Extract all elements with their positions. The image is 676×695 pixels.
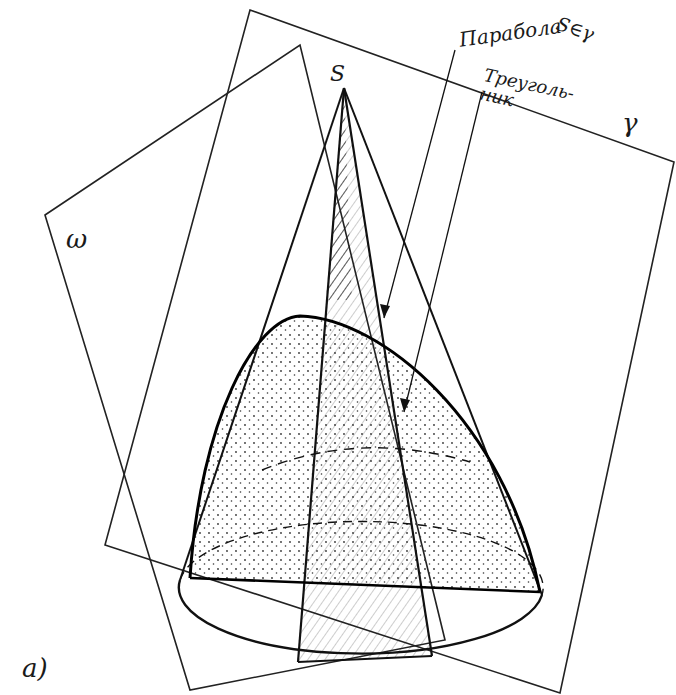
cone-base-back [180,521,543,595]
plane-label: ω [66,226,87,253]
cone-generator [180,88,344,580]
callout-text: Парабола [458,16,563,51]
leader-arrowhead [380,304,390,318]
figure-letter: а) [22,655,48,682]
triangle-fill [298,88,432,662]
parabola-chord [190,578,540,592]
callout-text: Треуголь- ник [478,66,576,122]
triangle-base [298,656,432,662]
triangle-side [298,88,344,662]
hidden-arc [262,448,470,470]
leader-line [404,92,482,412]
parabola-curve [190,316,540,592]
leader-line [384,50,455,318]
leader-arrowhead [400,398,410,412]
apex-label: S [330,62,345,85]
plane-label: γ [622,110,638,137]
plane-gamma [105,10,674,693]
